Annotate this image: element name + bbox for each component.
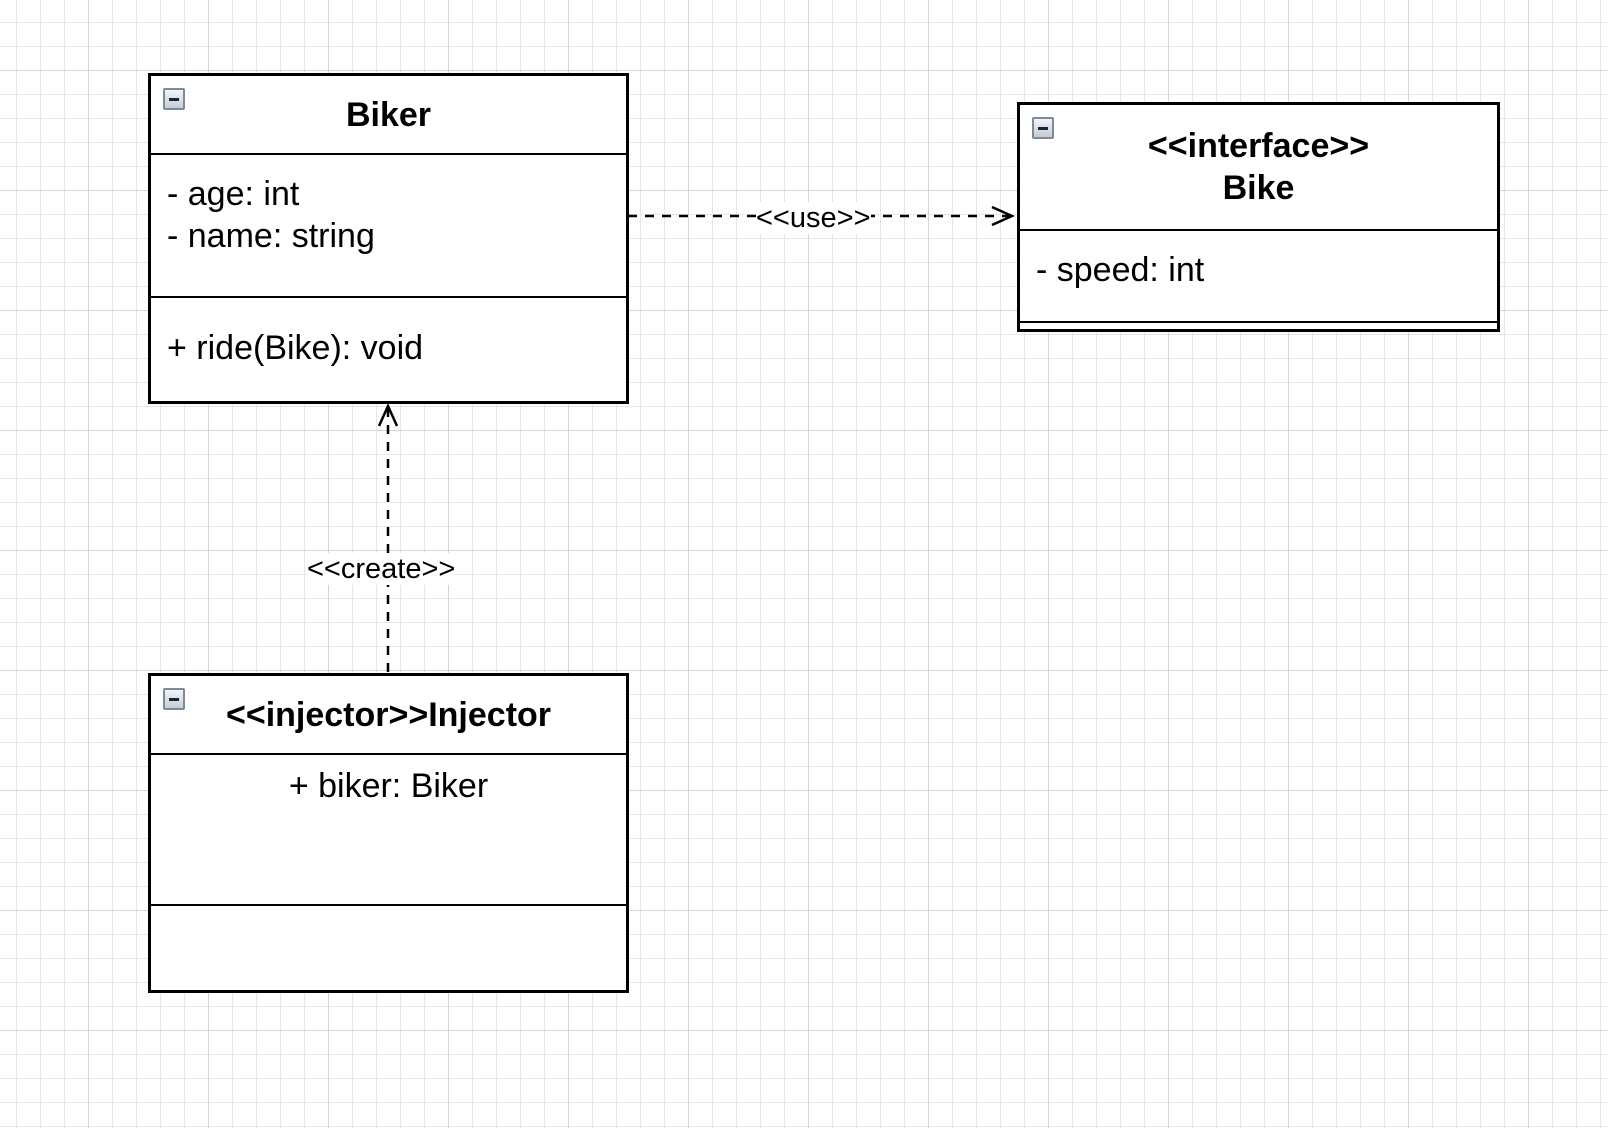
injector-attribute-biker: + biker: Biker bbox=[288, 767, 489, 805]
injector-attributes: + biker: Biker bbox=[151, 755, 626, 906]
biker-attribute-age: - age: int bbox=[167, 175, 300, 213]
injector-class-title: <<injector>>Injector bbox=[225, 696, 552, 734]
biker-class-header: Biker bbox=[151, 76, 626, 155]
bike-attributes: - speed: int bbox=[1020, 231, 1497, 323]
bike-attribute-speed: - speed: int bbox=[1036, 251, 1205, 289]
create-dependency-label: <<create>> bbox=[307, 553, 456, 585]
use-dependency-arrowhead bbox=[991, 205, 1016, 227]
injector-class-header: <<injector>>Injector bbox=[151, 676, 626, 755]
bike-interface[interactable]: <<interface>> Bike - speed: int bbox=[1017, 102, 1500, 332]
biker-class[interactable]: Biker - age: int - name: string + ride(B… bbox=[148, 73, 629, 404]
create-dependency-arrowhead bbox=[377, 402, 399, 427]
collapse-icon[interactable] bbox=[163, 88, 185, 110]
bike-interface-stereotype: <<interface>> bbox=[1147, 127, 1370, 165]
bike-operations bbox=[1020, 323, 1497, 329]
collapse-icon[interactable] bbox=[163, 688, 185, 710]
biker-attribute-name: - name: string bbox=[167, 217, 375, 255]
bike-interface-name: Bike bbox=[1222, 169, 1295, 207]
collapse-icon[interactable] bbox=[1032, 117, 1054, 139]
biker-attributes: - age: int - name: string bbox=[151, 155, 626, 298]
use-dependency-label: <<use>> bbox=[756, 202, 871, 234]
biker-operations: + ride(Bike): void bbox=[151, 298, 626, 369]
injector-class[interactable]: <<injector>>Injector + biker: Biker bbox=[148, 673, 629, 993]
biker-operation-ride: + ride(Bike): void bbox=[167, 329, 424, 367]
biker-class-name: Biker bbox=[345, 96, 432, 134]
bike-interface-header: <<interface>> Bike bbox=[1020, 105, 1497, 231]
